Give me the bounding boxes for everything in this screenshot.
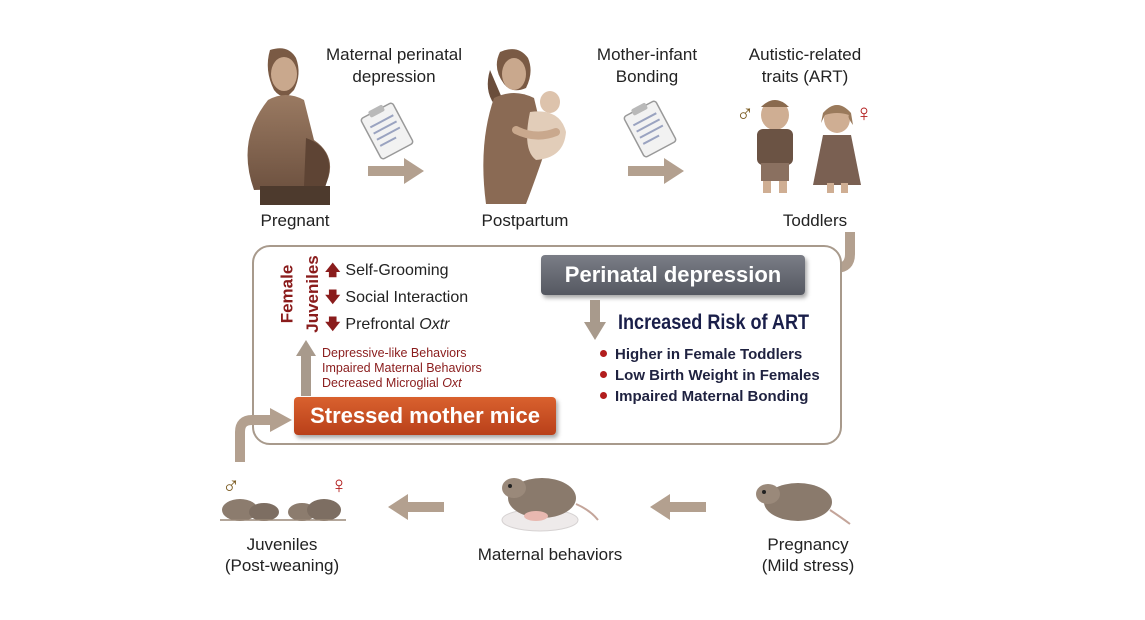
risk-list: Higher in Female Toddlers Low Birth Weig… — [600, 344, 820, 407]
down-arrow-icon: 🡇 — [325, 289, 341, 306]
list-item: Higher in Female Toddlers — [600, 344, 820, 365]
stressed-mother-mice-box: Stressed mother mice — [294, 397, 556, 435]
juveniles-label: Juveniles — [302, 255, 322, 333]
down-arrow-icon — [584, 300, 606, 340]
toddlers-label: Toddlers — [782, 211, 848, 230]
juvenile-mice-illustration — [220, 499, 346, 521]
pregnant-mouse-illustration — [756, 483, 851, 525]
pregnant-woman-illustration — [247, 48, 331, 205]
toddlers-illustration — [757, 100, 861, 193]
postpartum-label: Postpartum — [481, 211, 569, 230]
pregnant-label: Pregnant — [260, 211, 330, 230]
left-arrow-icon — [650, 494, 706, 520]
juveniles-label: Juveniles (Post-weaning) — [224, 535, 340, 575]
female-symbol-icon: ♀ — [330, 472, 348, 499]
bullet-icon — [600, 349, 607, 357]
mother-mouse-nest-illustration — [501, 478, 599, 532]
female-label: Female — [277, 264, 297, 324]
maternal-behaviors-label: Maternal behaviors — [477, 545, 623, 564]
behavior-impaired-maternal: Impaired Maternal Behaviors — [322, 361, 482, 375]
pregnancy-label: Pregnancy (Mild stress) — [761, 535, 855, 575]
behavior-microglial-oxt: Decreased Microglial Oxt — [322, 376, 462, 390]
right-arrow-icon — [628, 158, 684, 184]
up-arrow-icon: 🡅 — [325, 262, 341, 279]
curved-up-right-arrow-icon — [235, 408, 292, 462]
female-symbol-icon: ♀ — [855, 100, 873, 127]
down-arrow-icon: 🡇 — [325, 316, 341, 333]
postpartum-mother-illustration — [483, 49, 566, 204]
list-item: Low Birth Weight in Females — [600, 365, 820, 386]
right-arrow-icon — [368, 158, 424, 184]
bullet-icon — [600, 391, 607, 399]
effect-prefrontal-oxtr: 🡇Prefrontal Oxtr — [325, 316, 450, 333]
list-item: Impaired Maternal Bonding — [600, 386, 820, 407]
bullet-icon — [600, 370, 607, 378]
clipboard-icon — [623, 100, 677, 158]
up-arrow-icon — [296, 340, 316, 396]
autistic-related-traits-label: Autistic-related traits (ART) — [748, 45, 862, 86]
perinatal-depression-box: Perinatal depression — [541, 255, 805, 295]
effect-self-grooming: 🡅Self-Grooming — [325, 262, 449, 279]
effect-social-interaction: 🡇Social Interaction — [325, 289, 469, 306]
clipboard-icon — [360, 102, 414, 160]
left-arrow-icon — [388, 494, 444, 520]
male-symbol-icon: ♂ — [736, 100, 754, 127]
behavior-depressive: Depressive-like Behaviors — [322, 346, 467, 360]
mother-infant-bonding-label: Mother-infant Bonding — [596, 45, 698, 86]
maternal-perinatal-depression-label: Maternal perinatal depression — [325, 45, 463, 86]
increased-risk-title: Increased Risk of ART — [618, 311, 810, 334]
male-symbol-icon: ♂ — [222, 472, 240, 499]
